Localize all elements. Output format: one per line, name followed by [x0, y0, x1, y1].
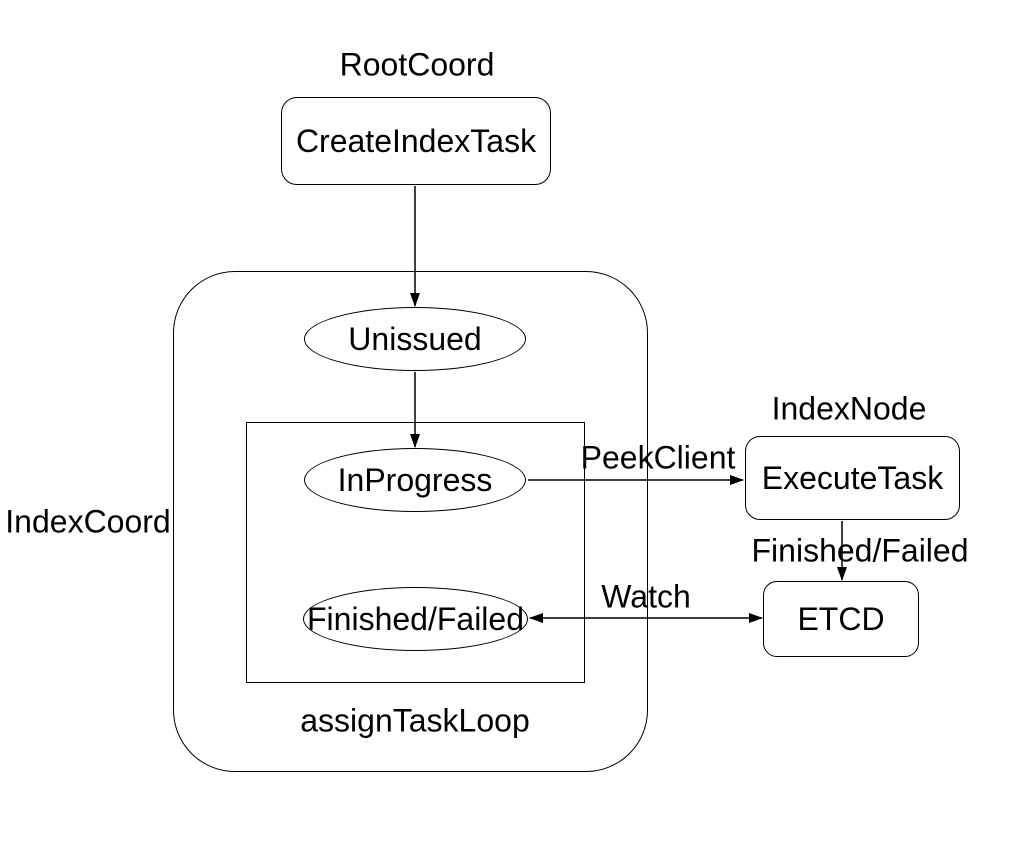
- node-finished-failed: Finished/Failed: [303, 587, 528, 651]
- node-execute-task-label: ExecuteTask: [761, 459, 944, 496]
- group-label-assigntaskloop: assignTaskLoop: [300, 702, 530, 739]
- node-unissued-label: Unissued: [348, 320, 482, 357]
- group-label-rootcoord: RootCoord: [339, 46, 495, 83]
- node-create-index-task: CreateIndexTask: [281, 97, 551, 185]
- group-label-indexcoord: IndexCoord: [5, 503, 171, 540]
- node-in-progress: InProgress: [304, 448, 526, 512]
- group-label-indexnode: IndexNode: [771, 390, 927, 427]
- node-etcd: ETCD: [763, 581, 919, 657]
- edge-label-watch: Watch: [601, 578, 691, 615]
- indexcoord-container: [173, 271, 648, 772]
- edge-label-finished-failed: Finished/Failed: [751, 532, 969, 569]
- node-unissued: Unissued: [304, 307, 526, 371]
- edge-label-peek-client: PeekClient: [580, 439, 736, 476]
- node-execute-task: ExecuteTask: [745, 436, 960, 520]
- node-create-index-task-label: CreateIndexTask: [295, 122, 537, 159]
- node-etcd-label: ETCD: [797, 600, 885, 637]
- node-finished-failed-label: Finished/Failed: [307, 600, 524, 637]
- node-in-progress-label: InProgress: [337, 461, 493, 498]
